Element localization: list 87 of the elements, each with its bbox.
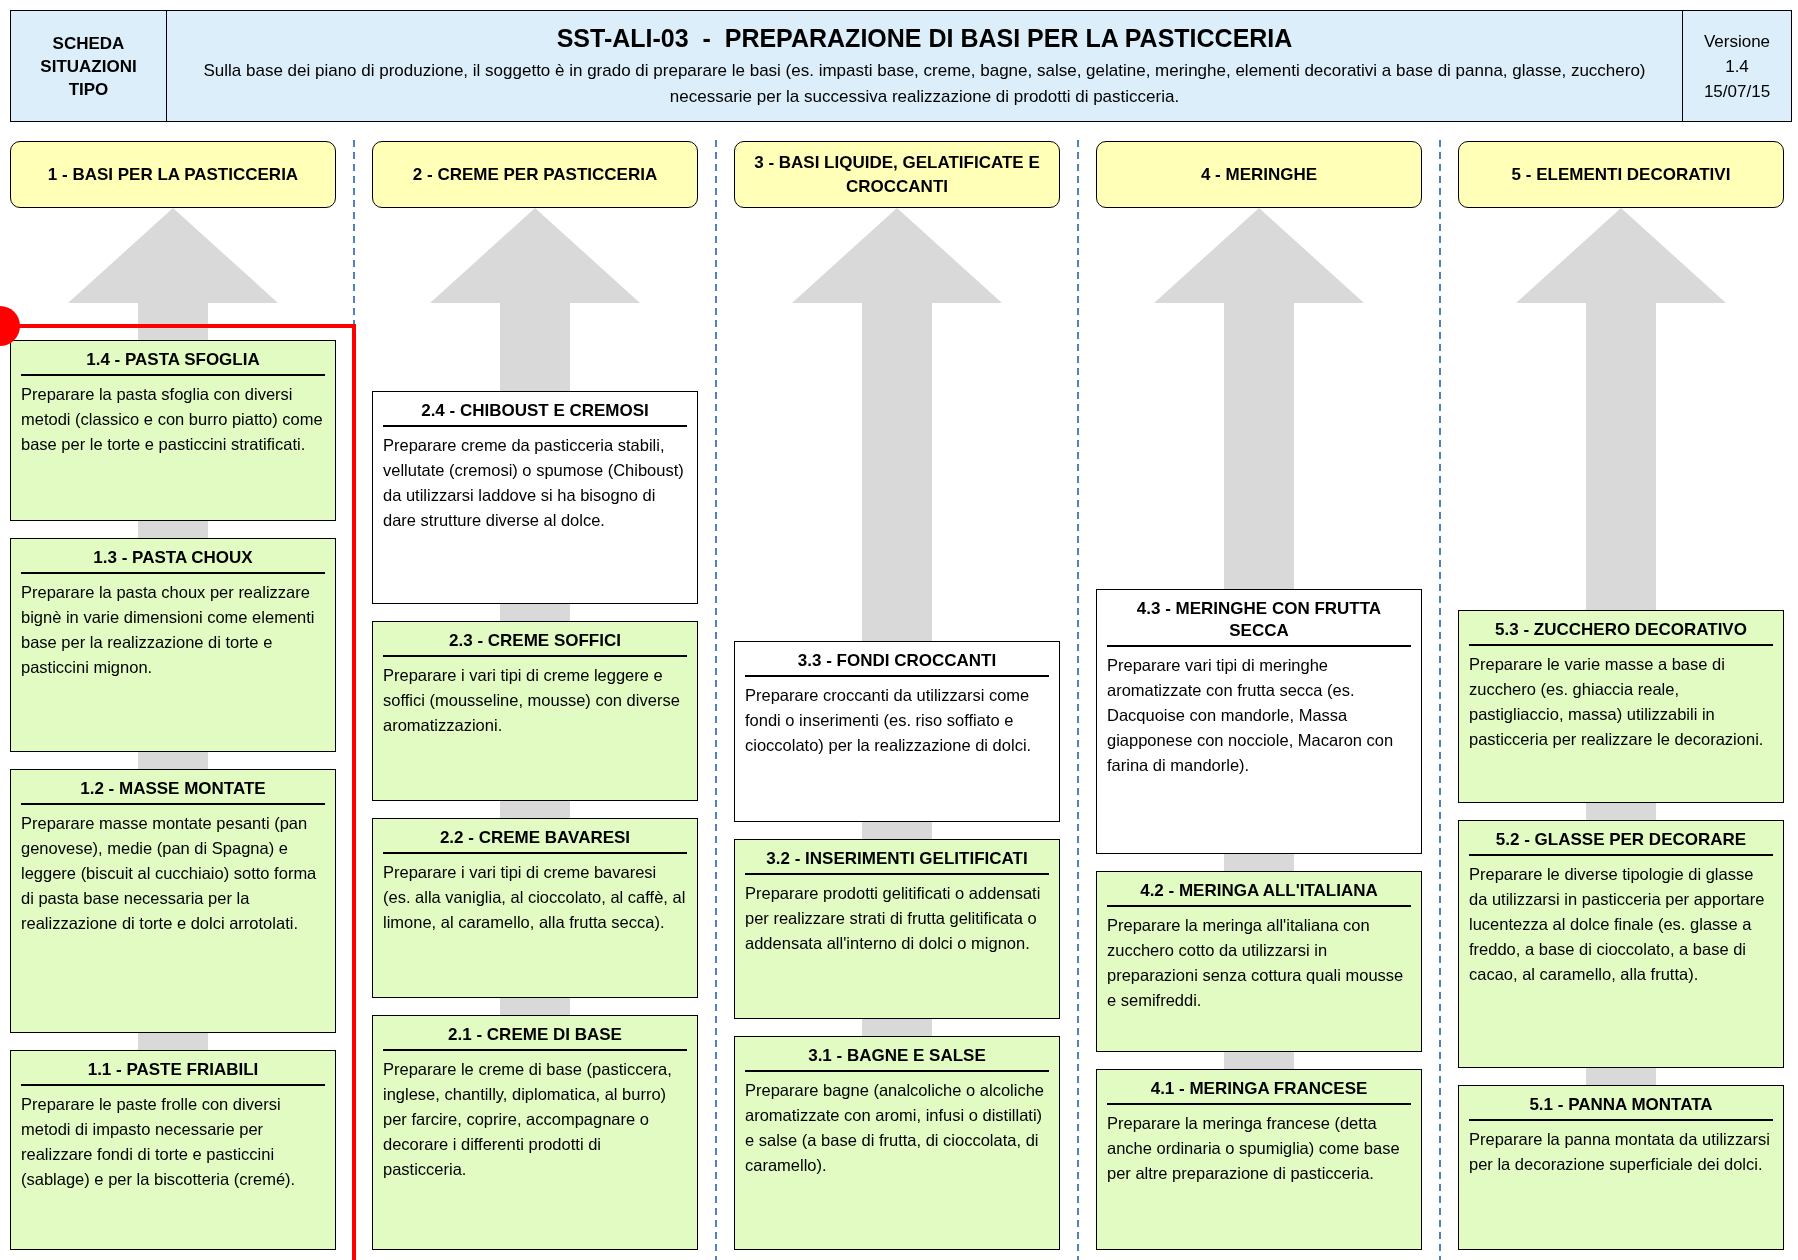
version-text: Versione <box>1703 30 1771 53</box>
header-cell <box>10 10 167 122</box>
card-heading: 1.2 - MASSE MONTATE <box>21 770 325 805</box>
skill-card <box>10 1050 336 1250</box>
column-title: 4 - MERINGHE <box>1200 163 1318 186</box>
card-description: Preparare i vari tipi di creme leggere e soffici (mousseline, mousse) con diverse aromatizzazioni. <box>383 665 681 736</box>
card-description: Preparare creme da pasticceria stabili, vellutate (cremosi) o spumose (Chiboust) da utilizzarsi laddove si ha bisogno di dare strutture diverse al dolce. <box>383 435 685 531</box>
card-description: Preparare la meringa francese (detta anche ordinaria o spumiglia) come base per altre preparazione di pasticceria. <box>1107 1113 1401 1184</box>
skill-card <box>734 839 1060 1019</box>
progression-arrow <box>138 521 208 538</box>
column-header <box>1458 141 1784 208</box>
progression-arrow <box>430 208 640 391</box>
card-description: Preparare la meringa all'italiana con zucchero cotto da utilizzarsi in preparazioni senza cottura quali mousse e semifreddi. <box>1107 915 1405 1011</box>
card-description: Preparare la pasta sfoglia con diversi metodi (classico e con burro piatto) come base per le torte e pasticcini stratificati. <box>21 384 324 455</box>
card-heading: 3.2 - INSERIMENTI GELITIFICATI <box>745 840 1049 875</box>
skill-card <box>1096 871 1422 1052</box>
header-label: SCHEDA SITUAZIONI TIPO <box>39 32 138 101</box>
column-header <box>1096 141 1422 208</box>
card-heading: 1.1 - PASTE FRIABILI <box>21 1051 325 1086</box>
progression-arrow <box>1586 1068 1656 1085</box>
card-description: Preparare prodotti gelitificati o addensati per realizzare strati di frutta gelitificata o addensata all'interno di dolci o mignon. <box>745 883 1042 954</box>
progression-arrow <box>862 1019 932 1036</box>
card-heading: 5.2 - GLASSE PER DECORARE <box>1469 821 1773 856</box>
card-heading: 5.3 - ZUCCHERO DECORATIVO <box>1469 611 1773 646</box>
column-title: 5 - ELEMENTI DECORATIVI <box>1511 163 1731 186</box>
card-description: Preparare croccanti da utilizzarsi come fondi o inserimenti (es. riso soffiato e cioccolato) per la realizzazione di dolci. <box>745 685 1033 756</box>
progression-arrow <box>1224 1052 1294 1069</box>
skill-card <box>1458 820 1784 1068</box>
card-description: Preparare bagne (analcoliche o alcoliche aromatizzate con aromi, infusi o distillati) e salse (a base di frutta, di cioccolata, di caramello). <box>745 1080 1046 1176</box>
column-header <box>372 141 698 208</box>
skill-card <box>10 340 336 521</box>
card-heading: 2.3 - CREME SOFFICI <box>383 622 687 657</box>
card-description: Preparare la panna montata da utilizzarsi per la decorazione superficiale dei dolci. <box>1469 1129 1771 1175</box>
column-header <box>734 141 1060 208</box>
skill-card <box>372 391 698 604</box>
column-title: 1 - BASI PER LA PASTICCERIA <box>47 163 299 186</box>
skill-card <box>734 641 1060 822</box>
progression-arrow <box>500 604 570 621</box>
version-text: 15/07/15 <box>1703 80 1771 103</box>
progression-arrow <box>138 752 208 769</box>
card-description: Preparare i vari tipi di creme bavaresi (es. alla vaniglia, al cioccolato, al caffè, al limone, al caramello, alla frutta secca). <box>383 862 687 933</box>
progression-arrow <box>500 801 570 818</box>
card-description: Preparare le creme di base (pasticcera, inglese, chantilly, diplomatica, al burro) per farcire, coprire, accompagnare o decorare i differenti prodotti di pasticceria. <box>383 1059 673 1180</box>
card-description: Preparare le diverse tipologie di glasse da utilizzarsi in pasticceria per apportare lucentezza al dolce finale (es. glasse a freddo, a base di cioccolato, a base di cacao, al caramello, alla frutta). <box>1469 864 1766 985</box>
version-text: 1.4 <box>1725 55 1749 78</box>
progression-arrow <box>500 998 570 1015</box>
progression-arrow <box>862 822 932 839</box>
card-heading: 1.3 - PASTA CHOUX <box>21 539 325 574</box>
skill-card <box>372 1015 698 1250</box>
card-description: Preparare la pasta choux per realizzare bignè in varie dimensioni come elementi base per la realizzazione di torte e pasticcini mignon. <box>21 582 316 678</box>
title-panel <box>166 10 1683 122</box>
skill-card <box>1458 610 1784 803</box>
card-heading: 1.4 - PASTA SFOGLIA <box>21 341 325 376</box>
card-description: Preparare le paste frolle con diversi metodi di impasto necessarie per realizzare fondi di torte e pasticcini (sablage) e per la biscotteria (cremé). <box>21 1094 297 1190</box>
progression-arrow <box>1586 803 1656 820</box>
skill-card <box>734 1036 1060 1250</box>
card-heading: 4.1 - MERINGA FRANCESE <box>1107 1070 1411 1105</box>
card-heading: 2.4 - CHIBOUST E CREMOSI <box>383 392 687 427</box>
card-heading: 4.2 - MERINGA ALL'ITALIANA <box>1107 872 1411 907</box>
card-heading: 2.1 - CREME DI BASE <box>383 1016 687 1051</box>
column-header <box>10 141 336 208</box>
version-cell <box>1682 10 1792 122</box>
skill-card <box>10 769 336 1033</box>
skill-card <box>1096 1069 1422 1250</box>
column-title: 2 - CREME PER PASTICCERIA <box>412 163 658 186</box>
skill-card <box>1096 589 1422 854</box>
card-description: Preparare le varie masse a base di zucchero (es. ghiaccia reale, pastigliaccio, massa) utilizzabili in pasticceria per realizzare le decorazioni. <box>1469 654 1765 750</box>
skill-card <box>10 538 336 752</box>
skill-card <box>372 818 698 998</box>
card-description: Preparare masse montate pesanti (pan genovese), medie (pan di Spagna) e leggere (biscuit al cucchiaio) sotto forma di pasta base necessaria per la realizzazione di torte e dolci arrotolati. <box>21 813 318 934</box>
progression-arrow <box>1516 208 1726 610</box>
progression-arrow <box>138 1033 208 1050</box>
column-title: 3 - BASI LIQUIDE, GELATIFICATE E CROCCANTI <box>753 151 1041 198</box>
progression-arrow <box>792 208 1002 641</box>
card-description: Preparare vari tipi di meringhe aromatizzate con frutta secca (es. Dacquoise con mandorle, Massa giapponese con nocciole, Macaron con farina di mandorle). <box>1107 655 1395 776</box>
skill-card <box>1458 1085 1784 1250</box>
skill-card <box>372 621 698 801</box>
card-heading: 5.1 - PANNA MONTATA <box>1469 1086 1773 1121</box>
card-heading: 3.3 - FONDI CROCCANTI <box>745 642 1049 677</box>
progression-arrow <box>1224 854 1294 871</box>
progression-arrow <box>68 208 278 340</box>
card-heading: 3.1 - BAGNE E SALSE <box>745 1037 1049 1072</box>
sheet-description: Sulla base dei piano di produzione, il soggetto è in grado di preparare le basi (es. impasti base, creme, bagne, salse, gelatine, meringhe, elementi decorativi a base di panna, glasse, zucchero) necessarie per la successiva realizzazione di prodotti di pasticceria. <box>202 60 1647 108</box>
card-heading: 4.3 - MERINGHE CON FRUTTA SECCA <box>1107 590 1411 647</box>
card-heading: 2.2 - CREME BAVARESI <box>383 819 687 854</box>
progression-arrow <box>1154 208 1364 589</box>
sheet-title: SST-ALI-03 - PREPARAZIONE DI BASI PER LA PASTICCERIA <box>556 23 1293 54</box>
